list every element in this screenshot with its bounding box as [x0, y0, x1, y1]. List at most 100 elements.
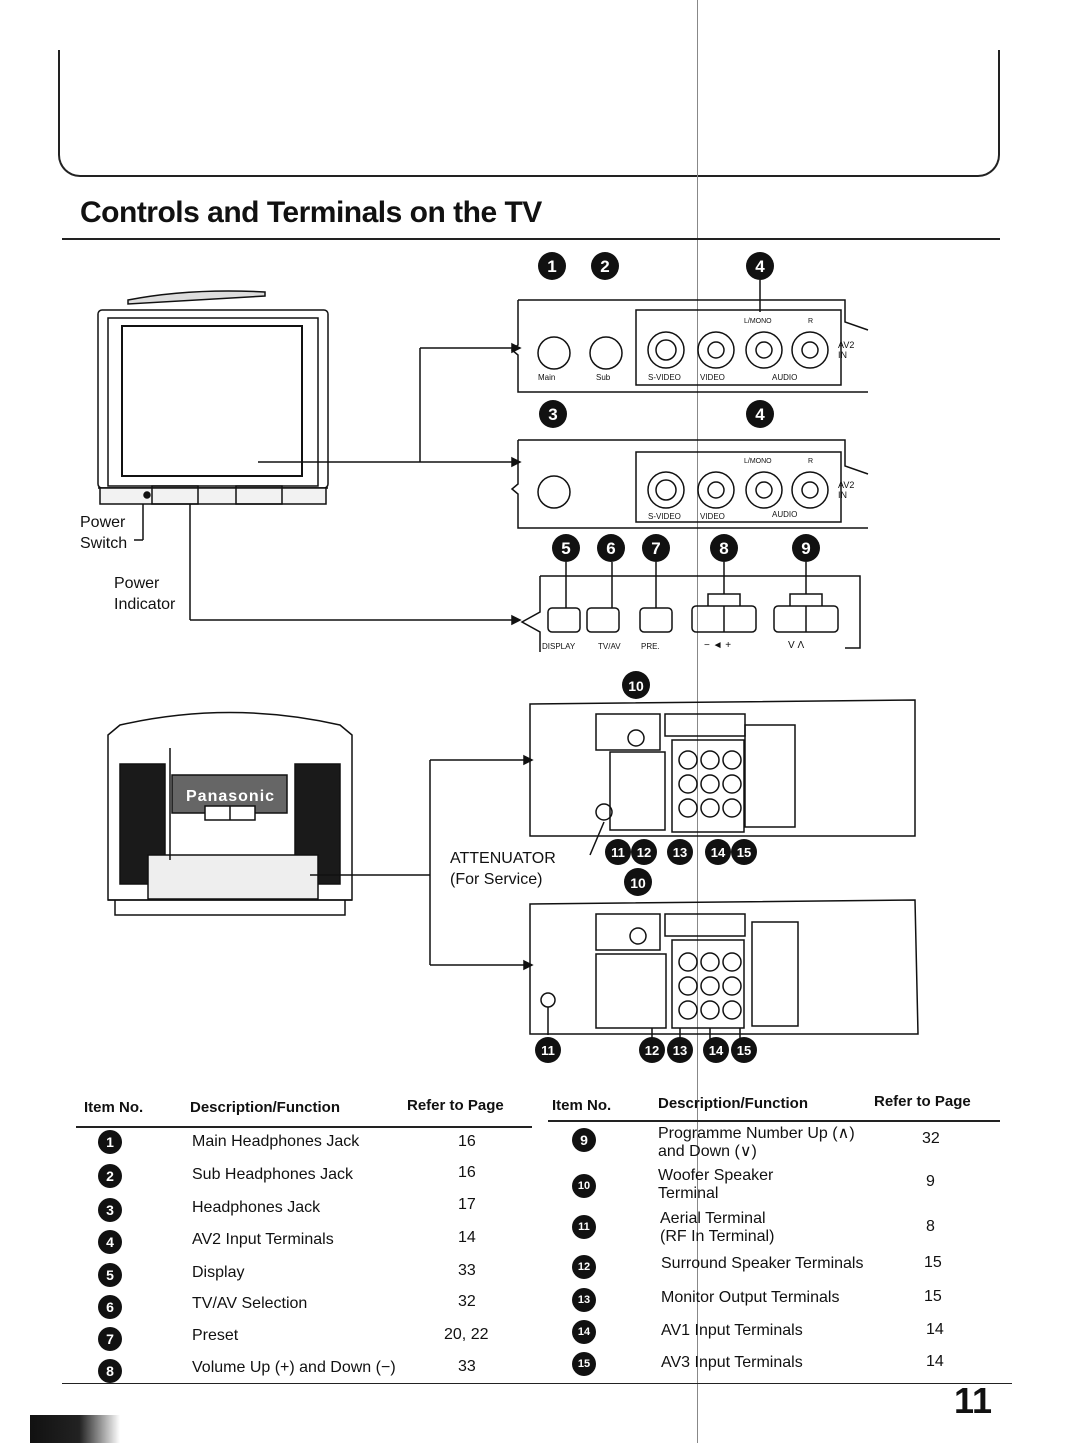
- item-number-badge: 15: [572, 1352, 596, 1376]
- badge-6: 6: [597, 534, 625, 562]
- badge-12a: 12: [631, 839, 657, 865]
- item-number-badge: 12: [572, 1255, 596, 1279]
- lmono-label-bottom: L/MONO: [744, 458, 772, 465]
- badge-12b: 12: [639, 1037, 665, 1063]
- page-number: 11: [953, 1380, 992, 1421]
- svg-text:14: 14: [711, 845, 726, 860]
- row-page: 14: [926, 1353, 944, 1370]
- row-description: AV3 Input Terminals: [661, 1354, 803, 1371]
- table-row: 6: [98, 1295, 122, 1319]
- s-video-label-top: S-VIDEO: [648, 373, 681, 382]
- row-description-line: (RF In Terminal): [660, 1228, 775, 1245]
- av2-panel-front-bottom: [510, 439, 869, 529]
- tvav-button-label: TV/AV: [598, 642, 621, 651]
- row-page: 16: [458, 1164, 476, 1181]
- svg-text:2: 2: [600, 257, 609, 276]
- row-page: 20, 22: [444, 1326, 489, 1343]
- item-number-badge: 1: [98, 1130, 122, 1154]
- badge-1: 1: [538, 252, 566, 280]
- av2-text-top: AV2: [838, 340, 855, 350]
- in-text-top: IN: [838, 350, 847, 360]
- svg-text:14: 14: [709, 1043, 724, 1058]
- badge-8: 8: [710, 534, 738, 562]
- attenuator-callout: ATTENUATOR (For Service): [450, 848, 556, 890]
- row-description: AV2 Input Terminals: [192, 1231, 334, 1248]
- item-number-badge: 2: [98, 1164, 122, 1188]
- badge-11a: 11: [605, 839, 631, 865]
- row-description-line: Terminal: [658, 1185, 719, 1202]
- row-description-line: Aerial Terminal: [660, 1210, 766, 1227]
- header-banner-frame: [58, 50, 1000, 177]
- table-row: 15: [572, 1352, 596, 1376]
- r-label-bottom: R: [808, 458, 814, 465]
- volume-buttons-label: − ◄ +: [704, 640, 732, 651]
- badge-4a: 4: [746, 252, 774, 280]
- badge-11b: 11: [535, 1037, 561, 1063]
- audio-label-bottom: AUDIO: [772, 510, 798, 519]
- row-description: Monitor Output Terminals: [661, 1289, 840, 1306]
- row-page: 33: [458, 1358, 476, 1375]
- row-description-line: Programme Number Up (∧): [658, 1125, 855, 1142]
- audio-label-top: AUDIO: [772, 373, 798, 382]
- table-row: 1: [98, 1130, 122, 1154]
- row-page: 16: [458, 1133, 476, 1150]
- badge-15a: 15: [731, 839, 757, 865]
- table-row: 7: [98, 1327, 122, 1351]
- svg-text:11: 11: [541, 1043, 555, 1058]
- rear-terminal-panel-top: [529, 699, 916, 856]
- table-row: 3: [98, 1198, 122, 1222]
- table-header-rule-left: [76, 1126, 532, 1128]
- svg-text:12: 12: [637, 845, 651, 860]
- table-row: 10: [572, 1174, 596, 1198]
- col-refer-left: Refer to Page: [407, 1097, 504, 1114]
- attenuator-label: ATTENUATOR: [450, 850, 556, 867]
- row-description: Aerial Terminal (RF In Terminal): [660, 1210, 774, 1246]
- programme-buttons-label: V Λ: [788, 640, 805, 651]
- item-number-badge: 10: [572, 1174, 596, 1198]
- main-headphone-label: Main: [538, 373, 556, 382]
- s-video-label-bottom: S-VIDEO: [648, 512, 681, 521]
- rear-terminal-panel-bottom: [529, 899, 919, 1040]
- video-label-top: VIDEO: [700, 373, 725, 382]
- row-description: Volume Up (+) and Down (−): [192, 1359, 396, 1376]
- row-description: Main Headphones Jack: [192, 1133, 360, 1150]
- table-row: 12: [572, 1255, 596, 1279]
- svg-text:10: 10: [630, 875, 646, 891]
- badge-13a: 13: [667, 839, 693, 865]
- badge-14a: 14: [705, 839, 731, 865]
- item-number-badge: 14: [572, 1320, 596, 1344]
- item-number-badge: 4: [98, 1230, 122, 1254]
- badge-5: 5: [552, 534, 580, 562]
- item-number-badge: 5: [98, 1263, 122, 1287]
- tv-rear-illustration: [107, 711, 534, 971]
- item-number-badge: 3: [98, 1198, 122, 1222]
- badge-3: 3: [539, 400, 567, 428]
- power-switch-label-1: Power: [80, 514, 126, 531]
- row-description: Headphones Jack: [192, 1199, 321, 1216]
- svg-text:4: 4: [755, 405, 765, 424]
- row-page: 14: [926, 1321, 944, 1338]
- row-page: 9: [926, 1173, 935, 1190]
- row-description: Woofer Speaker Terminal: [658, 1167, 773, 1203]
- svg-text:10: 10: [628, 678, 644, 694]
- front-button-panel: [520, 562, 861, 652]
- footer-rule: [62, 1383, 1012, 1384]
- power-indicator-label-2: Indicator: [114, 596, 176, 613]
- table-header-rule-right: [548, 1120, 1000, 1122]
- svg-text:1: 1: [547, 257, 556, 276]
- row-description: Display: [192, 1264, 245, 1281]
- svg-text:3: 3: [548, 405, 557, 424]
- row-page: 14: [458, 1229, 476, 1246]
- item-number-badge: 13: [572, 1288, 596, 1312]
- svg-text:7: 7: [651, 539, 660, 558]
- row-description: AV1 Input Terminals: [661, 1322, 803, 1339]
- svg-text:13: 13: [673, 845, 687, 860]
- row-page: 15: [924, 1254, 942, 1271]
- col-item-no-left: Item No.: [84, 1099, 144, 1116]
- item-number-badge: 6: [98, 1295, 122, 1319]
- av2-in-label-bottom: AV2 IN: [838, 480, 854, 500]
- table-row: 14: [572, 1320, 596, 1344]
- col-description-left: Description/Function: [190, 1099, 340, 1116]
- power-indicator-label-1: Power: [114, 575, 160, 592]
- tv-front-illustration: [97, 290, 522, 626]
